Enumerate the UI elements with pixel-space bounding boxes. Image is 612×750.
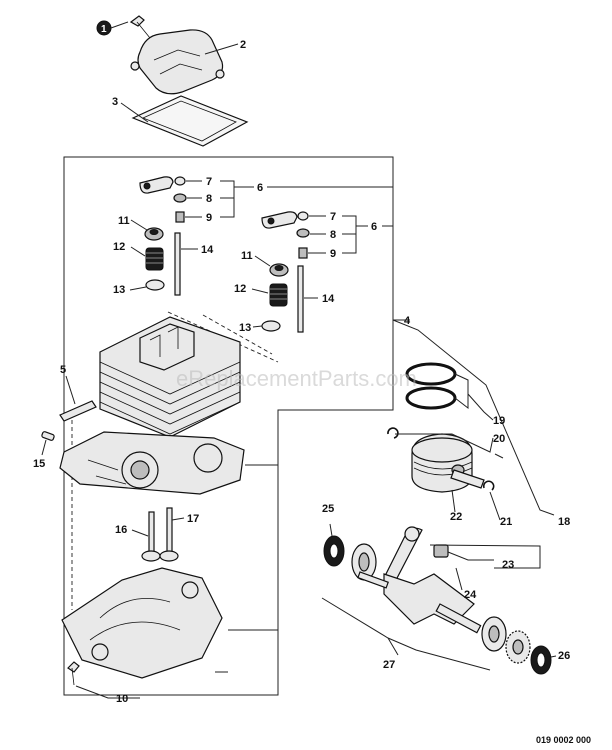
- callout-12-left: 12: [113, 241, 125, 253]
- callout-labels: 1 2 3 4 5 6 6 7 7 8 8 9 9 10 11 11 12 12…: [33, 24, 570, 705]
- callout-1: 1: [101, 24, 107, 35]
- spring-seat-left: [145, 279, 165, 291]
- callout-13-left: 13: [113, 284, 125, 296]
- rocker-pivot-right: [296, 211, 310, 259]
- drive-gear: [505, 630, 531, 664]
- callout-17: 17: [187, 513, 199, 525]
- crankshaft: [357, 571, 482, 634]
- callout-14-left: 14: [201, 244, 214, 256]
- callout-7-left: 7: [206, 176, 212, 188]
- callout-6-right: 6: [371, 221, 377, 233]
- callout-10: 10: [116, 693, 128, 705]
- callout-11-right: 11: [241, 250, 253, 262]
- oil-seal-right: [530, 645, 552, 675]
- cylinder-block: [99, 316, 241, 438]
- piston-clip-right: [482, 480, 495, 491]
- callout-27: 27: [383, 659, 395, 671]
- document-number: 019 0002 000: [536, 735, 591, 745]
- push-rod-left: [174, 232, 181, 296]
- connecting-rod: [385, 526, 423, 582]
- callout-8-right: 8: [330, 229, 336, 241]
- bearing-left: [351, 543, 377, 581]
- callout-19: 19: [493, 415, 505, 427]
- cover-gasket: [131, 95, 249, 147]
- callout-23: 23: [502, 559, 514, 571]
- cylinder-head-cover: [130, 29, 225, 95]
- rocker-pivot-left: [173, 176, 187, 223]
- callout-9-right: 9: [330, 248, 336, 260]
- crankcase-lower: [61, 567, 223, 679]
- valve-retainer-left: [144, 227, 164, 241]
- exhaust-valve: [159, 507, 179, 562]
- piston: [411, 433, 473, 493]
- callout-16: 16: [115, 524, 127, 536]
- callout-7-right: 7: [330, 211, 336, 223]
- callout-18: 18: [558, 516, 570, 528]
- assembly-box-4: [63, 156, 394, 696]
- callout-11-left: 11: [118, 215, 130, 227]
- callout-4: 4: [404, 315, 411, 327]
- rocker-arm-left: [139, 176, 174, 194]
- crankcase-bolt: [67, 661, 80, 686]
- callout-24: 24: [464, 589, 477, 601]
- valve-retainer-right: [269, 263, 289, 277]
- callout-6-left: 6: [257, 182, 263, 194]
- callout-21: 21: [500, 516, 512, 528]
- callout-13-right: 13: [239, 322, 251, 334]
- piston-ring-bottom: [405, 386, 457, 410]
- piston-clip-left: [387, 427, 399, 439]
- callout-3: 3: [112, 96, 118, 108]
- leader-lines: [41, 21, 557, 699]
- callout-14-right: 14: [322, 293, 335, 305]
- push-rod-right: [297, 265, 304, 333]
- needle-bearing: [433, 544, 449, 558]
- callout-2: 2: [240, 39, 246, 51]
- valve-spring-left: [145, 247, 164, 271]
- callout-12-right: 12: [234, 283, 246, 295]
- bearing-right: [481, 616, 507, 652]
- callout-26: 26: [558, 650, 570, 662]
- callout-8-left: 8: [206, 193, 212, 205]
- callout-25: 25: [322, 503, 334, 515]
- dowel-pin: [41, 431, 55, 441]
- intake-valve: [141, 511, 161, 562]
- piston-pin: [450, 469, 485, 489]
- valve-spring-right: [269, 283, 288, 307]
- callout-20: 20: [493, 433, 505, 445]
- callout-22: 22: [450, 511, 462, 523]
- crankcase-upper: [59, 431, 245, 495]
- watermark: eReplacementParts.com: [176, 366, 417, 391]
- callout-9-left: 9: [206, 212, 212, 224]
- rocker-arm-right: [261, 211, 298, 229]
- callout-5: 5: [60, 364, 66, 376]
- spring-seat-right: [261, 320, 281, 332]
- oil-seal-left: [323, 535, 345, 567]
- cylinder-pin: [59, 400, 97, 422]
- callout-15: 15: [33, 458, 45, 470]
